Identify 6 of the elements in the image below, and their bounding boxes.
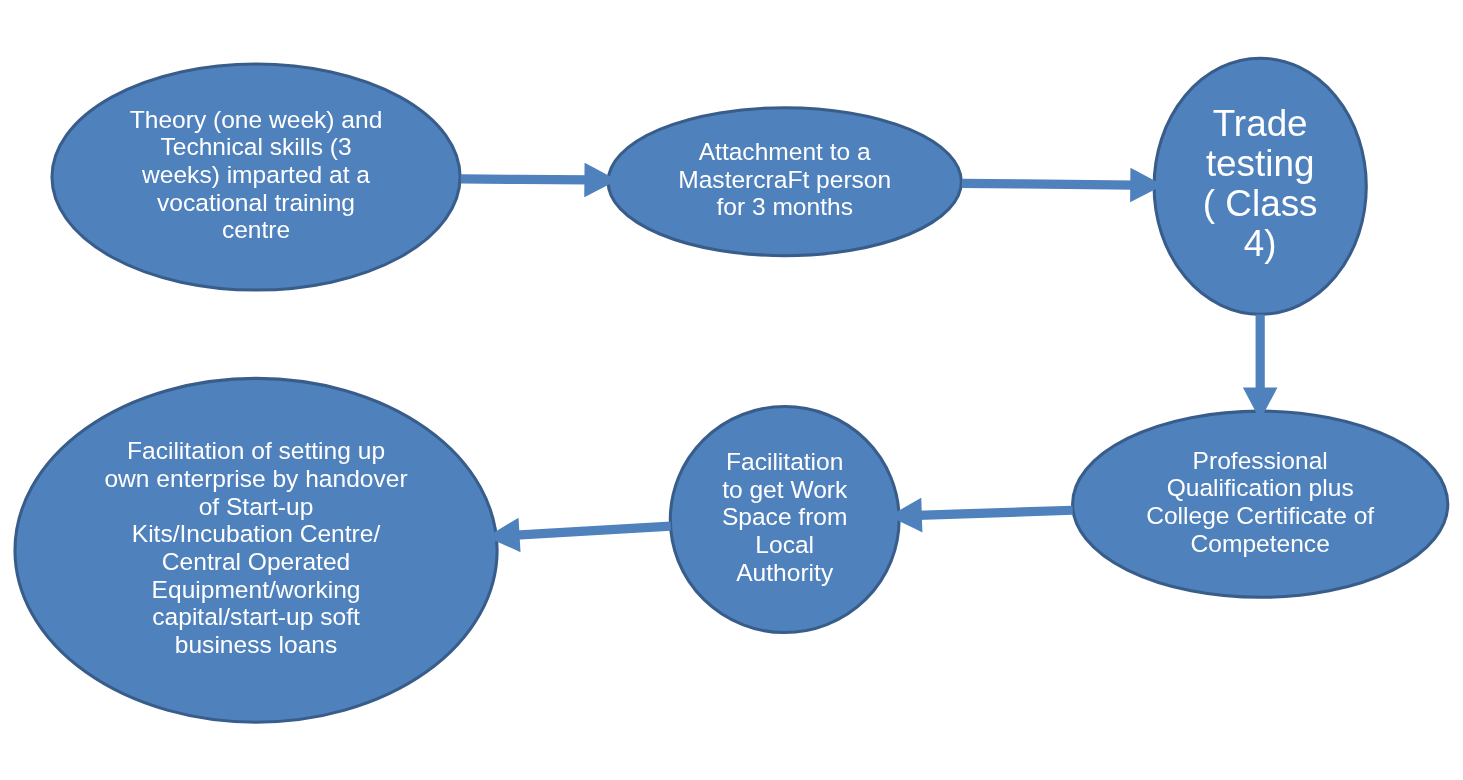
node-ellipse: Professional Qualification plus College Certificate of Competence (1071, 409, 1450, 599)
node-ellipse: Attachment to a MastercraFt person for 3 months (606, 106, 963, 258)
node-ellipse: Theory (one week) and Technical skills (3 weeks) imparted at a vocational training centre (50, 62, 462, 292)
node-ellipse: Facilitation of setting up own enterprise by handover of Start-up Kits/Incubation Centre/ Central Operated Equipment/working capital/start-up soft business loans (13, 376, 499, 724)
node-ellipse: Trade testing ( Class 4) (1152, 56, 1368, 316)
node-circle: Facilitation to get Work Space from Local Authority (668, 405, 901, 635)
